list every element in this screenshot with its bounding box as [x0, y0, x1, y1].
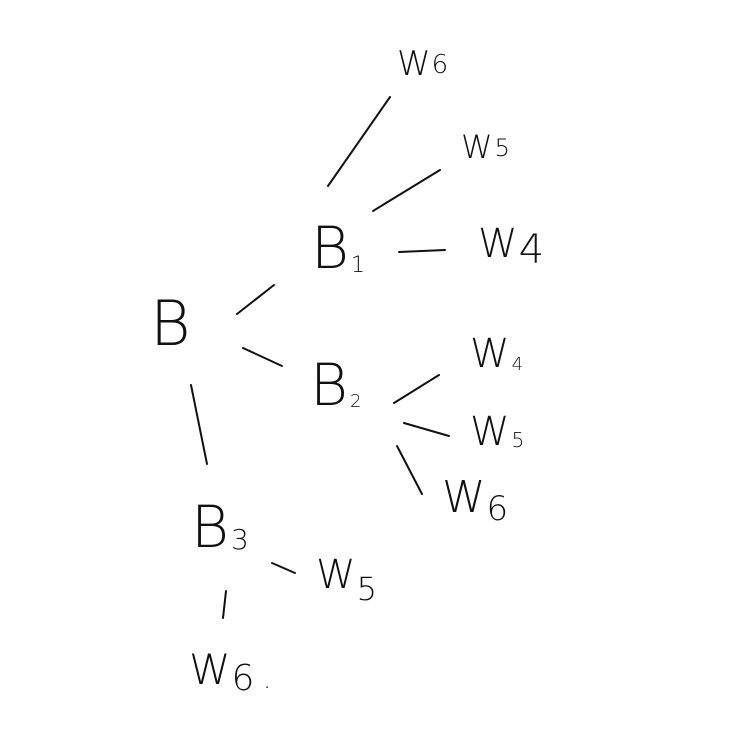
- node-b1: B1: [311, 214, 365, 282]
- leaf-b1-w5-base: W: [461, 128, 493, 166]
- leaf-b3-w5-sub: 5: [357, 570, 377, 608]
- leaf-b1-w5-sub: 5: [495, 134, 510, 162]
- leaf-b2-w6-sub: 6: [487, 489, 509, 529]
- leaf-b2-w6-base: W: [442, 472, 486, 523]
- leaf-b2-w6: W6: [442, 472, 508, 529]
- node-b1-base: B: [311, 214, 349, 282]
- leaf-b2-w5-sub: 5: [512, 428, 525, 452]
- node-b1-sub: 1: [351, 253, 365, 278]
- leaf-b3-w6-base: W: [189, 645, 231, 694]
- leaf-b3-w5: W5: [316, 552, 377, 608]
- leaf-b1-w4-base: W: [478, 221, 518, 267]
- edge-b2-w6: [396, 445, 423, 495]
- edge-b1-w5: [372, 169, 441, 212]
- edge-b3-w6: [222, 590, 227, 619]
- leaf-b2-w4-base: W: [470, 331, 510, 377]
- leaf-b2-w5-base: W: [470, 409, 510, 455]
- edge-root-b2: [242, 347, 283, 367]
- edge-root-b3: [190, 384, 208, 465]
- root-node-label: B: [150, 287, 191, 360]
- node-b2-sub: 2: [350, 391, 361, 412]
- edge-b1-w6: [327, 96, 391, 187]
- leaf-b3-w5-base: W: [316, 552, 356, 598]
- node-b2-base: B: [310, 351, 348, 419]
- leaf-b1-w4-sub: 4: [519, 227, 544, 273]
- leaf-b3-w6: W6: [189, 645, 254, 699]
- edge-b1-w4: [398, 249, 446, 253]
- edge-b3-w5: [271, 562, 296, 574]
- leaf-b2-w4-sub: 4: [512, 354, 523, 375]
- edge-b2-w4: [393, 374, 440, 404]
- node-b3: B3: [191, 493, 249, 561]
- trailing-mark: .: [263, 665, 271, 695]
- node-b3-sub: 3: [231, 523, 249, 556]
- leaf-b1-w6-base: W: [397, 44, 431, 84]
- edge-b2-w5: [403, 422, 450, 437]
- leaf-b1-w6: W6: [397, 44, 448, 84]
- leaf-b1-w5: W5: [461, 128, 510, 166]
- root-node: B: [150, 287, 191, 360]
- leaf-b1-w6-sub: 6: [432, 50, 449, 80]
- leaf-b1-w4: W4: [478, 221, 544, 273]
- node-b3-base: B: [191, 493, 229, 561]
- edge-root-b1: [236, 284, 275, 315]
- leaf-b3-w6-sub: 6: [232, 658, 255, 699]
